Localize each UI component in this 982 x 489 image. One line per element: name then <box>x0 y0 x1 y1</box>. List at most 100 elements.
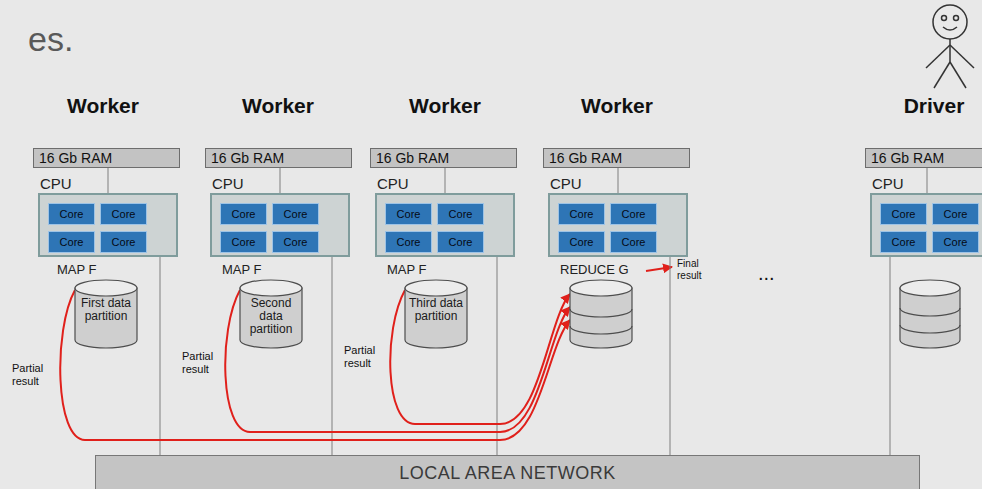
partition-text: First data partition <box>81 296 131 323</box>
operation-label: REDUCE G <box>560 262 629 277</box>
core-label: Core <box>232 236 256 248</box>
network-link <box>445 168 446 193</box>
cylinder-body <box>570 288 632 348</box>
data-partition-cylinder: MAP FSecond data partition <box>240 280 302 348</box>
core-label: Core <box>944 208 968 220</box>
operation-label: MAP F <box>222 262 262 277</box>
core-box: Core <box>48 203 95 225</box>
memory-label: 16 Gb RAM <box>211 150 284 166</box>
core-label: Core <box>284 236 308 248</box>
cylinder-body <box>240 288 302 348</box>
result-note: Final result <box>677 258 701 281</box>
partition-text-block: Third data partition <box>405 297 467 323</box>
worker-heading: Worker <box>581 94 653 117</box>
core-box: Core <box>385 203 432 225</box>
operation-label: MAP F <box>57 262 97 277</box>
data-flow-arrow <box>390 290 570 424</box>
network-link <box>160 257 161 455</box>
core-label: Core <box>622 236 646 248</box>
network-link <box>497 257 498 455</box>
network-link <box>108 168 109 193</box>
core-box: Core <box>558 231 605 253</box>
memory-label: 16 Gb RAM <box>376 150 449 166</box>
worker-heading: Worker <box>242 94 314 117</box>
partition-text-block: Second data partition <box>240 297 302 336</box>
data-partition-cylinder: MAP FThird data partition <box>405 280 467 348</box>
worker-heading-box: Worker <box>567 94 667 118</box>
core-label: Core <box>284 208 308 220</box>
cylinder-body <box>75 288 137 348</box>
memory-label: 16 Gb RAM <box>39 150 112 166</box>
core-box: Core <box>880 231 927 253</box>
core-label: Core <box>232 208 256 220</box>
operation-label: MAP F <box>387 262 427 277</box>
core-label: Core <box>397 208 421 220</box>
cylinder-outline <box>570 280 632 348</box>
core-label: Core <box>892 236 916 248</box>
memory-box: 16 Gb RAM <box>865 148 982 168</box>
core-box: Core <box>220 231 267 253</box>
cpu-label: CPU <box>212 175 244 192</box>
core-label: Core <box>892 208 916 220</box>
core-box: Core <box>48 231 95 253</box>
network-link <box>280 168 281 193</box>
core-label: Core <box>622 208 646 220</box>
core-label: Core <box>112 236 136 248</box>
core-label: Core <box>449 208 473 220</box>
cpu-label: CPU <box>377 175 409 192</box>
database-symbol <box>900 280 960 348</box>
slide-text-box: es. <box>28 20 108 59</box>
worker-heading-box: Worker <box>228 94 328 118</box>
core-box: Core <box>100 231 147 253</box>
cpu-box: CPUCoreCoreCoreCore <box>870 193 982 257</box>
result-note-box: Partial result <box>182 350 222 376</box>
cylinder-band <box>570 309 632 317</box>
network-link <box>618 168 619 193</box>
cpu-box: CPUCoreCoreCoreCore <box>210 193 350 257</box>
person-figure <box>926 5 974 88</box>
core-box: Core <box>272 203 319 225</box>
network-link <box>927 168 928 193</box>
ellipsis-box: ... <box>758 262 798 285</box>
core-box: Core <box>437 203 484 225</box>
partition-text: Second data partition <box>250 296 293 336</box>
slide-text: es. <box>28 20 73 58</box>
data-partition-cylinder: MAP FFirst data partition <box>75 280 137 348</box>
cpu-box: CPUCoreCoreCoreCore <box>375 193 515 257</box>
core-label: Core <box>112 208 136 220</box>
cylinder-top <box>240 280 302 296</box>
memory-box: 16 Gb RAM <box>543 148 690 168</box>
result-note: Partial result <box>182 350 213 375</box>
memory-label: 16 Gb RAM <box>549 150 622 166</box>
worker-heading: Worker <box>67 94 139 117</box>
partition-text-block: First data partition <box>75 297 137 323</box>
core-box: Core <box>437 231 484 253</box>
cpu-box: CPUCoreCoreCoreCore <box>38 193 178 257</box>
worker-heading: Worker <box>409 94 481 117</box>
core-label: Core <box>60 236 84 248</box>
cpu-label: CPU <box>40 175 72 192</box>
core-label: Core <box>570 208 594 220</box>
driver-heading-box: Driver <box>889 94 979 118</box>
core-box: Core <box>558 203 605 225</box>
data-flow-arrow <box>225 290 570 432</box>
core-box: Core <box>932 231 979 253</box>
driver-heading: Driver <box>904 94 965 117</box>
core-box: Core <box>220 203 267 225</box>
core-box: Core <box>272 231 319 253</box>
network-bar: LOCAL AREA NETWORK <box>95 455 920 489</box>
network-link <box>670 257 671 455</box>
core-label: Core <box>449 236 473 248</box>
result-note-box: Final result <box>677 258 713 282</box>
network-link <box>890 257 891 455</box>
memory-box: 16 Gb RAM <box>205 148 352 168</box>
cylinder-body <box>405 288 467 348</box>
memory-box: 16 Gb RAM <box>370 148 517 168</box>
partition-text: Third data partition <box>409 296 463 323</box>
core-box: Core <box>385 231 432 253</box>
core-box: Core <box>100 203 147 225</box>
core-label: Core <box>944 236 968 248</box>
memory-label: 16 Gb RAM <box>871 150 944 166</box>
